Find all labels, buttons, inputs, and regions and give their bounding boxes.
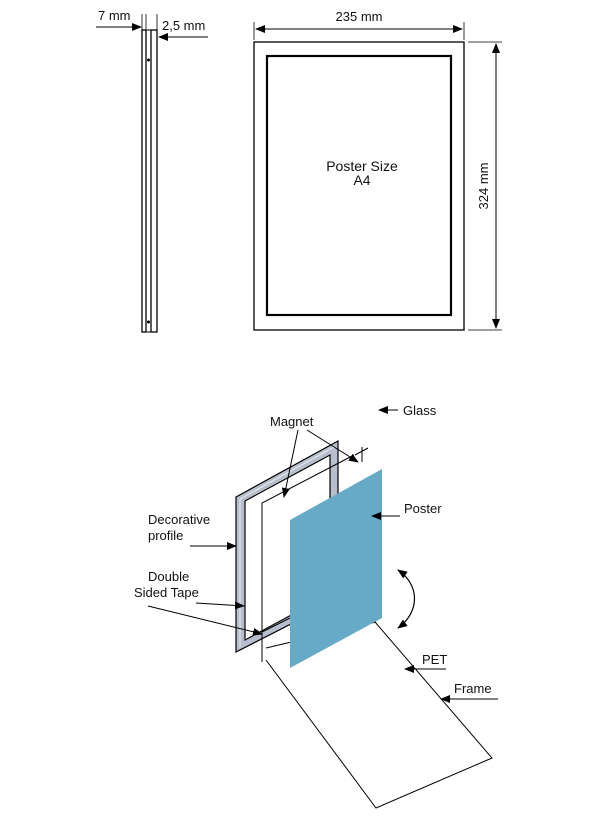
tape-label-2: Sided Tape [134,585,199,600]
depth-dimension: 7 mm [96,8,147,31]
decorative-callout: Decorative profile [148,512,237,550]
width-dimension: 235 mm [253,9,465,40]
side-profile-back [141,29,147,333]
depth-label: 7 mm [98,8,131,23]
rotation-arrow [397,569,415,629]
decorative-label-2: profile [148,528,183,543]
frame-callout: Frame [440,681,498,703]
side-profile-view [141,29,158,333]
pet-callout: PET [404,652,447,673]
glass-label: Glass [403,403,437,418]
magnet-callout: Magnet [270,414,359,498]
glass-callout: Glass [378,403,437,418]
tape-label-1: Double [148,569,189,584]
poster-sheet [290,469,382,668]
height-dimension: 324 mm [468,41,502,331]
magnet-dot [147,58,150,62]
frame-panel-outline [265,621,493,809]
pet-sheet [261,454,355,662]
magnet-dot [147,320,150,324]
pet-outline [261,454,355,662]
poster-label: Poster [404,501,442,516]
width-label: 235 mm [336,9,383,24]
glass-sheet [354,447,369,462]
pet-label: PET [422,652,447,667]
height-label: 324 mm [476,163,491,210]
poster-area [265,54,453,317]
front-view: Poster Size A4 [253,41,465,331]
profile-label: 2,5 mm [162,18,205,33]
poster-callout: Poster [371,501,442,520]
tape-callout: Double Sided Tape [134,569,263,636]
poster-size-value: A4 [353,172,370,188]
side-profile-front [150,29,158,333]
frame-label: Frame [454,681,492,696]
poster-size-label: Poster Size [326,158,398,174]
decorative-label-1: Decorative [148,512,210,527]
profile-dimension: 2,5 mm [156,14,208,41]
magnet-label: Magnet [270,414,314,429]
